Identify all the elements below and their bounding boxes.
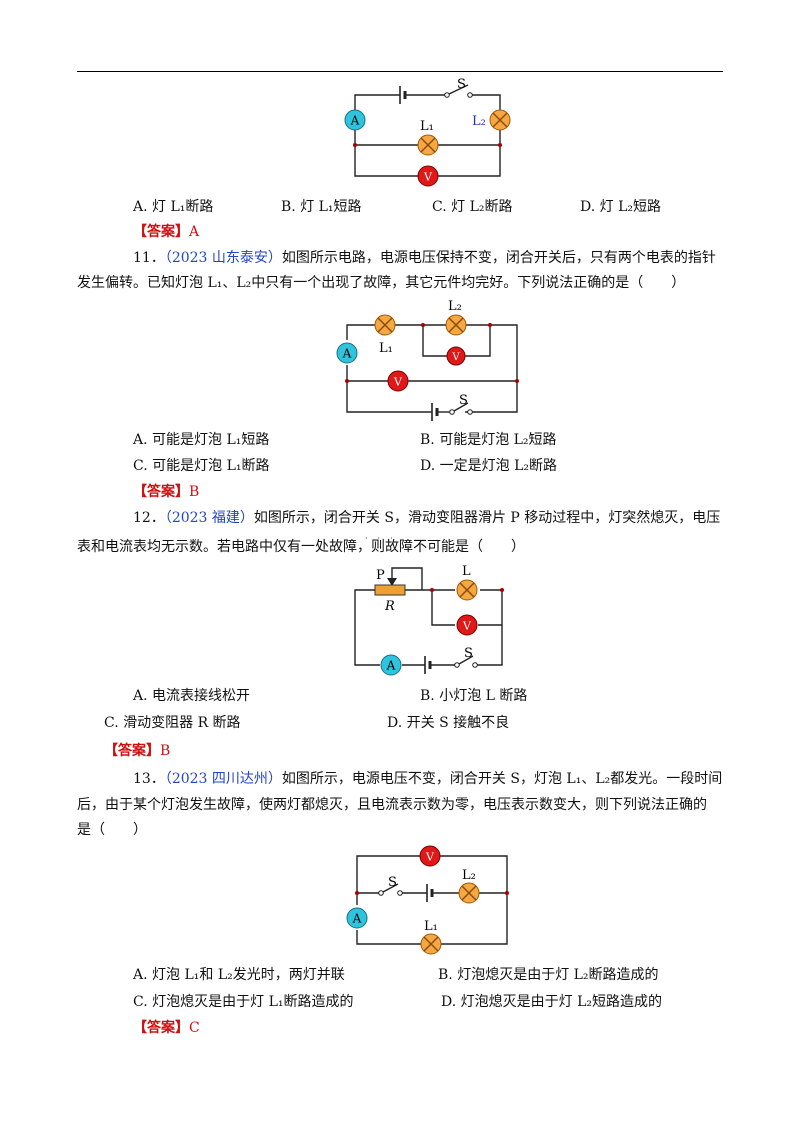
- lamp1-label: L₁: [379, 341, 393, 356]
- voltmeter-symbol: V: [423, 171, 433, 184]
- switch-label: S: [457, 77, 466, 92]
- q11-stem-line2: 发生偏转。已知灯泡 L₁、L₂中只有一个出现了故障，其它元件均完好。下列说法正确…: [77, 275, 686, 291]
- junction-dot: [421, 323, 425, 327]
- lamp2-label: L₂: [448, 299, 462, 314]
- q11-option-a: A. 可能是灯泡 L₁短路: [133, 432, 270, 448]
- q11-answer: 【答案】B: [133, 484, 200, 500]
- option-d: D. 灯 L₂短路: [580, 199, 661, 215]
- switch-label: S: [464, 646, 473, 661]
- junction-dot: [488, 323, 492, 327]
- q11-option-b: B. 可能是灯泡 L₂短路: [420, 432, 557, 448]
- voltmeter-icon: V: [456, 614, 478, 636]
- voltmeter-icon: V: [419, 845, 441, 867]
- lamp-icon: [489, 109, 511, 131]
- slider-arrow-icon: [387, 578, 397, 586]
- lamp1-label: L₁: [424, 919, 438, 934]
- lamp-icon: [458, 882, 480, 904]
- option-b: B. 灯 L₁短路: [281, 199, 362, 215]
- lamp2-label: L₂: [472, 114, 486, 129]
- switch-label: S: [459, 393, 468, 408]
- q11-option-c: C. 可能是灯泡 L₁断路: [133, 458, 270, 474]
- ammeter-symbol: A: [386, 659, 396, 673]
- option-a: A. 灯 L₁断路: [133, 199, 214, 215]
- q12-option-a: A. 电流表接线松开: [133, 688, 251, 704]
- q13-stem-line2: 后，由于某个灯泡发生故障，使两灯都熄灭，且电流表示数为零，电压表示数变大，则下列…: [77, 797, 707, 813]
- q13-option-d: D. 灯泡熄灭是由于灯 L₂短路造成的: [441, 994, 662, 1010]
- ammeter-icon: A: [344, 109, 366, 131]
- voltmeter-symbol: V: [462, 620, 472, 633]
- lamp-icon: [445, 314, 467, 336]
- voltmeter-icon: V: [387, 370, 409, 392]
- voltmeter-symbol: V: [425, 851, 435, 864]
- q13-option-b: B. 灯泡熄灭是由于灯 L₂断路造成的: [438, 967, 659, 983]
- q12-option-b: B. 小灯泡 L 断路: [420, 688, 528, 704]
- q11-option-d: D. 一定是灯泡 L₂断路: [420, 458, 557, 474]
- lamp-icon: [456, 579, 478, 601]
- lamp-icon: [374, 314, 396, 336]
- lamp2-label: L₂: [462, 868, 476, 883]
- slider-label: P: [376, 568, 385, 583]
- junction-dot: [355, 891, 359, 895]
- junction-dot: [515, 379, 519, 383]
- switch-icon: [378, 883, 403, 896]
- lamp1-label: L₁: [420, 119, 434, 134]
- q13-option-a: A. 灯泡 L₁和 L₂发光时，两灯并联: [133, 967, 345, 983]
- voltmeter-symbol: V: [393, 376, 403, 389]
- ammeter-symbol: A: [350, 114, 360, 128]
- voltmeter-icon: V: [417, 165, 439, 187]
- ammeter-icon: A: [380, 654, 402, 676]
- q13-stem-line3: 是（ ）: [77, 822, 147, 838]
- switch-icon: [444, 84, 473, 98]
- q13-stem-line1: 13．（2023 四川达州）如图所示，电源电压不变，闭合开关 S，灯泡 L₁、L…: [133, 771, 723, 787]
- lamp-icon: [420, 933, 442, 955]
- junction-dot: [505, 891, 509, 895]
- junction-dot: [353, 143, 357, 147]
- q13-option-c: C. 灯泡熄灭是由于灯 L₁断路造成的: [133, 994, 354, 1010]
- option-c: C. 灯 L₂断路: [432, 199, 513, 215]
- switch-icon: [454, 655, 478, 668]
- junction-dot: [498, 143, 502, 147]
- header-rule: [77, 71, 723, 72]
- voltmeter-symbol: V: [451, 352, 460, 363]
- ammeter-symbol: A: [342, 347, 352, 361]
- emphasis-dots: ···: [365, 534, 403, 543]
- rheostat-icon: [374, 584, 406, 596]
- switch-icon: [449, 402, 473, 415]
- q12-answer: 【答案】B: [104, 743, 171, 759]
- ammeter-icon: A: [346, 907, 368, 929]
- lamp-label: L: [462, 564, 471, 579]
- q12-option-d: D. 开关 S 接触不良: [387, 715, 510, 731]
- switch-label: S: [388, 875, 397, 890]
- ammeter-icon: A: [336, 342, 358, 364]
- q12-option-c: C. 滑动变阻器 R 断路: [104, 715, 241, 731]
- answer-top: 【答案】A: [133, 224, 200, 240]
- lamp-icon: [417, 134, 439, 156]
- ammeter-symbol: A: [352, 912, 362, 926]
- q11-stem-line1: 11．（2023 山东泰安）如图所示电路，电源电压保持不变，闭合开关后，只有两个…: [133, 250, 716, 266]
- junction-dot: [500, 588, 504, 592]
- junction-dot: [345, 379, 349, 383]
- junction-dot: [430, 588, 434, 592]
- rheostat-label: R: [384, 599, 395, 614]
- q13-answer: 【答案】C: [133, 1020, 200, 1036]
- q12-stem-line2: 表和电流表均无示数。若电路中仅有一处故障，则故障不可能是（ ）: [77, 539, 525, 555]
- q12-stem-line1: 12．（2023 福建）如图所示，闭合开关 S，滑动变阻器滑片 P 移动过程中，…: [133, 510, 721, 526]
- voltmeter-icon: V: [446, 346, 466, 366]
